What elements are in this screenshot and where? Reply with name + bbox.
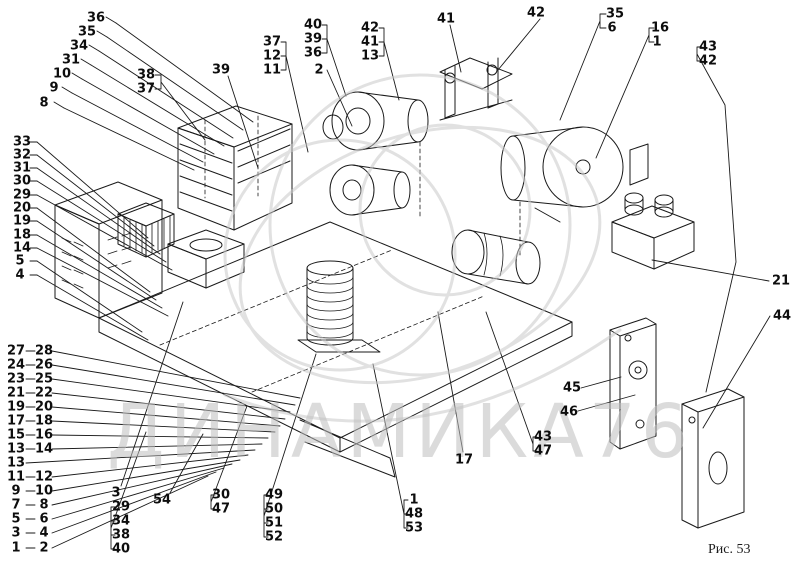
platform <box>98 141 573 478</box>
panel-large <box>681 388 745 529</box>
apparatus-right <box>611 192 695 270</box>
contactor-upper <box>439 57 513 121</box>
leader-lines <box>25 13 771 550</box>
control-box <box>167 229 245 289</box>
coil-element <box>297 260 381 353</box>
figure-caption: Рис. 53 <box>708 542 751 557</box>
panel-small <box>609 317 657 450</box>
finned-box <box>117 202 175 258</box>
watermark-swirl <box>223 73 622 423</box>
